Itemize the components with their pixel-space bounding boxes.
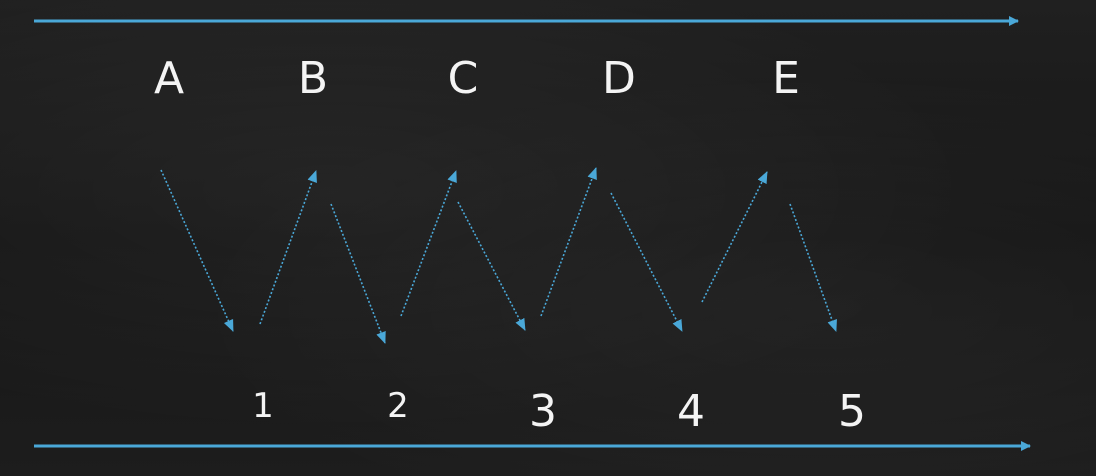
zigzag-arrow-b-to-2: [330, 203, 386, 344]
bottom-label-5: 5: [838, 386, 866, 437]
zigzag-arrow-3-to-d: [540, 167, 597, 317]
zigzag-arrow-a-to-1: [160, 169, 234, 332]
bottom-label-3: 3: [529, 386, 557, 437]
zigzag-arrow-1-to-b: [259, 170, 317, 325]
bottom-label-4: 4: [677, 386, 705, 437]
zigzag-arrow-c-to-3: [457, 201, 526, 331]
zigzag-arrow-4-to-e: [701, 171, 768, 303]
top-label-d: D: [602, 53, 636, 104]
bottom-label-2: 2: [387, 386, 409, 426]
top-label-c: C: [448, 53, 479, 104]
zigzag-arrow-e-to-5: [789, 203, 837, 332]
bottom-label-1: 1: [252, 386, 274, 426]
top-label-a: A: [154, 53, 184, 104]
top-label-e: E: [772, 53, 800, 104]
top-label-b: B: [298, 53, 328, 104]
zigzag-arrow-2-to-c: [400, 170, 457, 317]
zigzag-arrow-d-to-4: [610, 192, 683, 332]
